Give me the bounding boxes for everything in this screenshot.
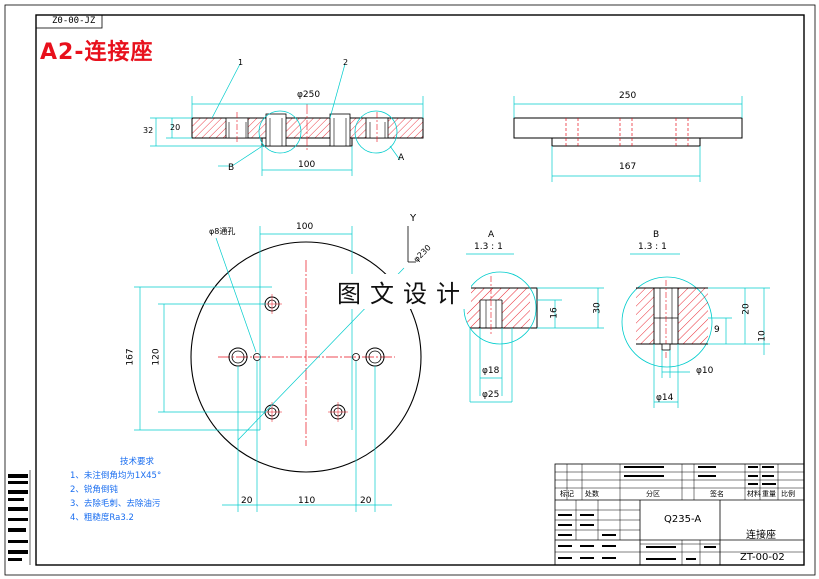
side-view [513,117,743,147]
tb-material: Q235-A [664,514,702,525]
title-block-fills [558,466,776,560]
plan-dim-v-inner: 120 [151,348,162,366]
tech-notes-heading: 技术要求 [120,457,155,467]
detail-b-title: B [653,230,660,240]
front-dim-h1: 32 [143,126,154,135]
detail-a [463,271,538,345]
code-box [35,14,103,29]
drawing-title: A2-连接座 [40,40,154,65]
plan-dim-b-right: 20 [360,496,372,506]
side-view-dimensions [513,96,743,182]
title-block [554,463,805,566]
balloon-2: 2 [343,58,349,67]
plan-view [190,226,422,473]
detail-a-dim-d1: φ18 [482,366,500,376]
detail-a-title: A [488,230,495,240]
tb-col-ratio: 比例 [781,490,795,498]
plan-hole-label: φ8通孔 [209,227,236,236]
tb-col-mark: 标记 [560,490,574,498]
drawing-code-top: Z0-00-JZ [52,16,96,26]
tb-part-name: 连接座 [746,530,776,541]
detail-b-dim-d1: φ10 [696,366,714,376]
plan-dim-v-outer: 167 [125,348,136,366]
outer-frame [4,4,816,576]
plan-dim-b-mid: 110 [298,496,316,506]
tech-note-item: 3、去除毛刺、去除油污 [70,499,161,509]
tech-notes: 技术要求 1、未注倒角均为1X45° 2、锐角倒钝 3、去除毛刺、去除油污 4、… [70,455,161,525]
front-view-dimensions [150,63,424,176]
front-dim-center: 100 [298,160,316,170]
watermark: 图文设计 [335,274,471,309]
detail-b-dim-h3: 10 [757,330,768,342]
view-a-marker: A [398,153,405,163]
tb-drawing-no: ZT-00-02 [740,552,785,563]
detail-b-scale: 1.3 : 1 [638,242,667,252]
front-dim-overall: φ250 [297,90,321,100]
detail-b-dimensions [630,253,770,408]
tb-col-material: 材料 [747,490,761,498]
detail-b-dim-h2: 9 [714,325,720,335]
plan-dim-b-left: 20 [241,496,253,506]
binding-marks [8,474,28,561]
balloon-1: 1 [238,58,244,67]
detail-a-dim-d2: φ25 [482,390,500,400]
tb-col-weight: 重量 [762,490,776,498]
detail-a-dim-h2: 30 [592,302,603,314]
detail-a-dim-h1: 16 [549,307,560,319]
tech-note-item: 4、粗糙度Ra3.2 [70,513,134,523]
front-section-view [191,104,424,154]
plan-view-dimensions [134,226,405,512]
detail-b [621,276,713,368]
tb-col-qty: 处数 [585,490,599,498]
detail-a-scale: 1.3 : 1 [474,242,503,252]
detail-b-dim-d2: φ14 [656,393,674,403]
detail-a-dimensions [466,253,604,403]
side-dim-bottom: 167 [619,162,637,172]
tech-note-item: 2、锐角倒钝 [70,485,118,495]
inner-frame [35,14,805,566]
front-dim-h2: 20 [170,123,181,132]
side-dim-top: 250 [619,91,637,101]
view-b-marker: B [228,163,235,173]
tb-col-signature: 签名 [710,490,724,498]
tech-note-item: 1、未注倒角均为1X45° [70,471,162,481]
plan-dim-top: 100 [296,222,314,232]
axis-y-label: Y [410,213,417,224]
tb-col-zone: 分区 [646,490,660,498]
detail-b-dim-h1: 20 [741,303,752,315]
